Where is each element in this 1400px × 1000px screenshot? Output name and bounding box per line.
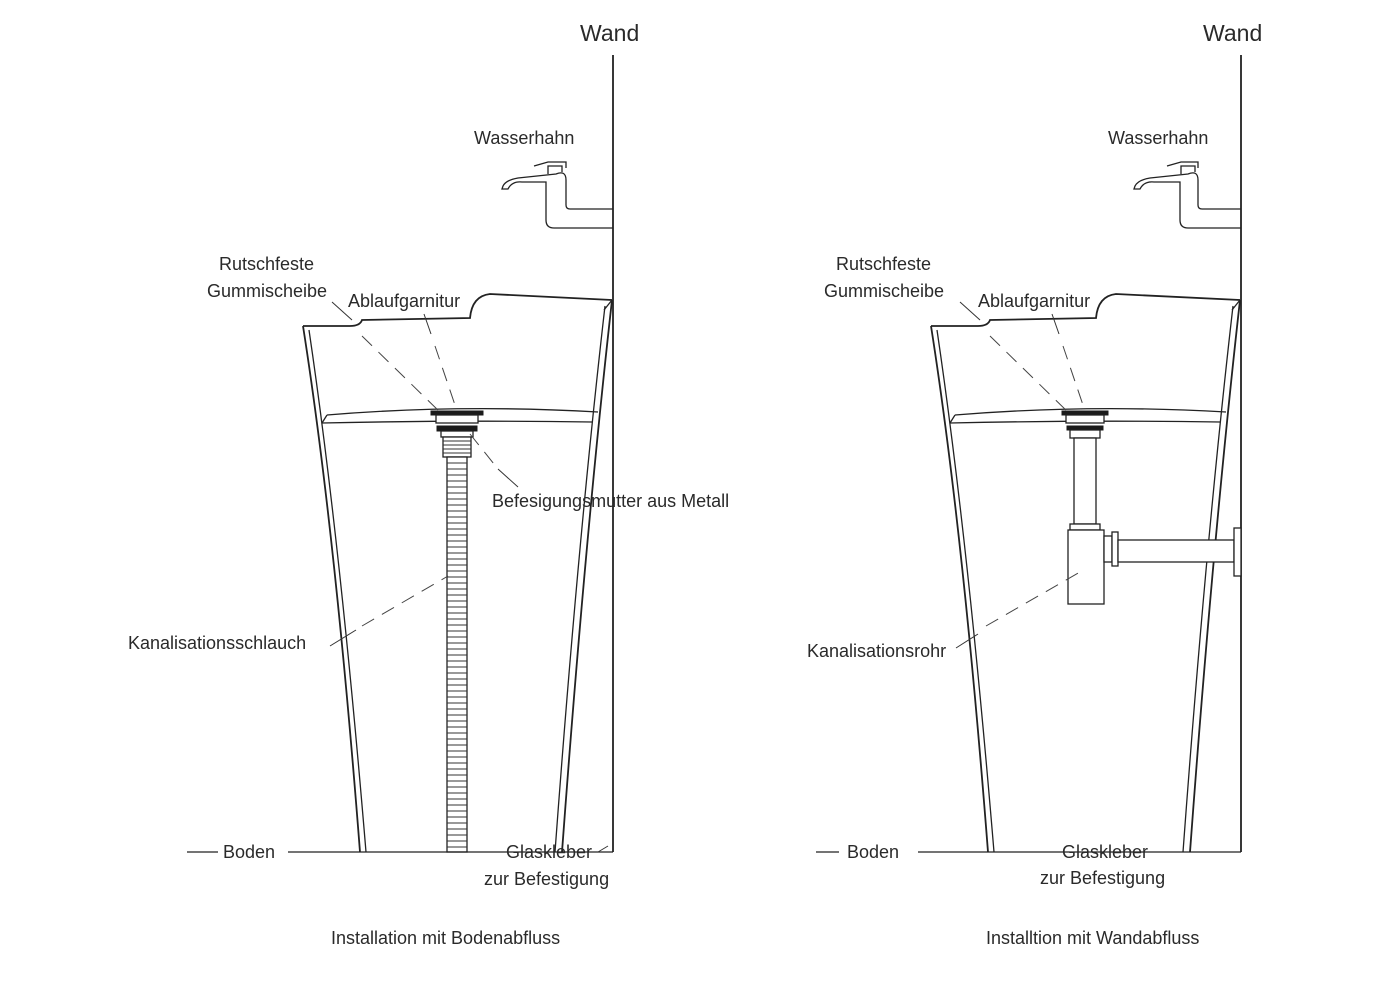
right-floor-label: Boden — [847, 842, 899, 862]
left-drain-leader-dash — [434, 345, 457, 409]
right-pipe-leader-solid — [955, 633, 979, 649]
left-glue-label-1: Glaskleber — [506, 842, 592, 862]
left-glue-label-2: zur Befestigung — [484, 869, 609, 889]
left-caption: Installation mit Bodenabfluss — [331, 928, 560, 948]
right-pipe-label: Kanalisationsrohr — [807, 641, 946, 661]
right-drain-leader-solid — [1051, 313, 1060, 335]
left-wall-label: Wand — [580, 20, 639, 46]
left-hose-label: Kanalisationsschlauch — [128, 633, 306, 653]
right-glue-label-2: zur Befestigung — [1040, 868, 1165, 888]
right-caption: Installtion mit Wandabfluss — [986, 928, 1199, 948]
right-gasket-leader-solid — [959, 301, 981, 321]
left-glue-leader — [597, 845, 609, 853]
left-hose-leader-solid — [329, 629, 357, 647]
right-faucet-icon — [1133, 161, 1241, 229]
left-gasket-leader-solid — [331, 301, 353, 321]
left-faucet-label: Wasserhahn — [474, 128, 574, 148]
right-gasket-label-2: Gummischeibe — [824, 281, 944, 301]
left-nut-leader-solid — [497, 468, 519, 488]
right-drain-label: Ablaufgarnitur — [978, 291, 1090, 311]
right-siphon-trap — [1067, 437, 1242, 605]
left-panel: Wand Wasserhahn — [128, 20, 729, 948]
left-drain-hose — [446, 456, 468, 853]
left-basin — [302, 293, 613, 853]
left-gasket-leader-dash — [361, 335, 445, 417]
left-drain-leader-solid — [423, 313, 432, 335]
right-gasket-leader-dash — [989, 335, 1073, 417]
left-gasket-label-1: Rutschfeste — [219, 254, 314, 274]
left-gasket-label-2: Gummischeibe — [207, 281, 327, 301]
right-drain-fitting — [1061, 410, 1109, 439]
right-gasket-label-1: Rutschfeste — [836, 254, 931, 274]
right-pipe-leader-dash — [985, 571, 1081, 627]
left-nut-label: Befesigungsmutter aus Metall — [492, 491, 729, 511]
left-drain-label: Ablaufgarnitur — [348, 291, 460, 311]
left-floor-label: Boden — [223, 842, 275, 862]
left-faucet-icon — [501, 161, 613, 229]
right-panel: Wand Wasserhahn — [807, 20, 1262, 948]
left-drain-fitting — [430, 410, 484, 458]
right-wall-label: Wand — [1203, 20, 1262, 46]
right-glue-label-1: Glaskleber — [1062, 842, 1148, 862]
right-drain-leader-dash — [1062, 345, 1085, 409]
left-nut-leader-dash — [469, 433, 495, 465]
right-faucet-label: Wasserhahn — [1108, 128, 1208, 148]
left-hose-leader-dash — [361, 575, 449, 627]
